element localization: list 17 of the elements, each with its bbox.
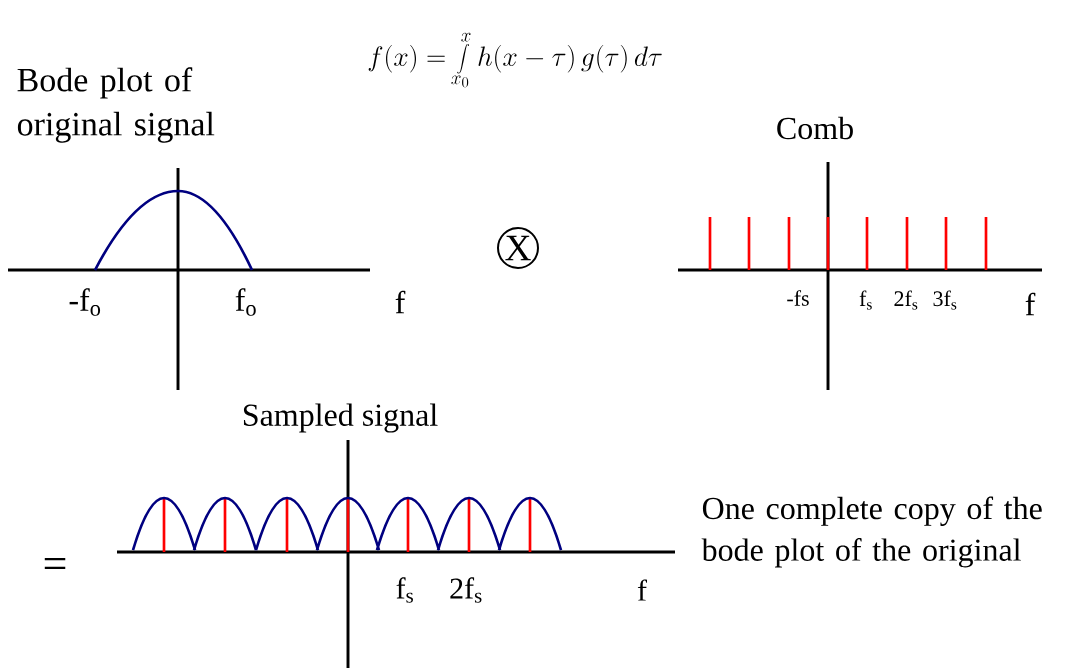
tick-label: 2f$_{s}$ — [894, 290, 918, 310]
tick-label: f$_{s}$ — [859, 290, 872, 310]
tick-label: 3f$_{s}$ — [933, 290, 957, 310]
tick-label: f$_{o}$ — [235, 288, 256, 316]
plot-title: Bode plot of original signal — [17, 67, 215, 143]
plot-title: Sampled signal — [243, 403, 438, 433]
tick-label: -f$_{o}$ — [69, 288, 101, 316]
axis-label: f — [395, 290, 406, 314]
axis-label: f — [637, 579, 647, 601]
tick-label: -fs — [787, 290, 809, 306]
tick-label: f$_{s}$ — [396, 577, 413, 603]
tick-label: 2f$_{s}$ — [450, 577, 482, 603]
formula: $f(x)=\int\limits_{x_0}^{x} h(x-\tau)\,g(\tau)\,d\tau$ — [368, 32, 662, 88]
plot-title: Comb — [777, 116, 853, 140]
note: One complete copy of the bode plot of the original — [701, 496, 1042, 568]
axis-label: f — [1025, 292, 1036, 316]
equals-sign: = — [44, 557, 66, 569]
